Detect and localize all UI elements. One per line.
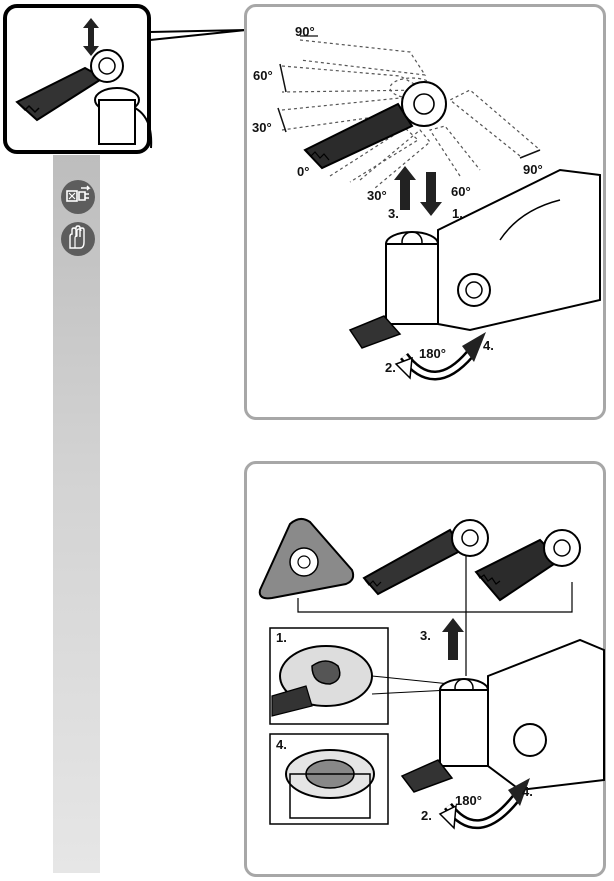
blade-inset-frame: [3, 4, 153, 154]
step-label-4-fig2: 4.: [522, 784, 533, 799]
rotation-label: 180°: [419, 346, 446, 361]
step-label-4: 4.: [483, 338, 494, 353]
rotation-label-fig2: 180°: [455, 793, 482, 808]
step-label-1: 1.: [452, 206, 463, 221]
detail-label-1: 1.: [276, 630, 287, 645]
step-label-3: 3.: [388, 206, 399, 221]
unplug-power-icon: [61, 180, 95, 214]
angle-label-bottom-0: 0°: [297, 164, 310, 179]
angle-label-lower-60: 60°: [451, 184, 471, 199]
inset-connector: [149, 29, 247, 41]
angle-label-top-90: 90°: [295, 24, 315, 39]
angle-label-left-60: 60°: [253, 68, 273, 83]
step-label-2-fig2: 2.: [421, 808, 432, 823]
angle-label-right-90: 90°: [523, 162, 543, 177]
blade-inset-illustration: [15, 18, 153, 149]
detail-label-4: 4.: [276, 737, 287, 752]
step-label-2: 2.: [385, 360, 396, 375]
sidebar-strip: [53, 155, 100, 873]
protective-gloves-icon: [61, 222, 95, 256]
step-label-3-fig2: 3.: [420, 628, 431, 643]
angle-label-lower-30: 30°: [367, 188, 387, 203]
angle-label-left-30: 30°: [252, 120, 272, 135]
